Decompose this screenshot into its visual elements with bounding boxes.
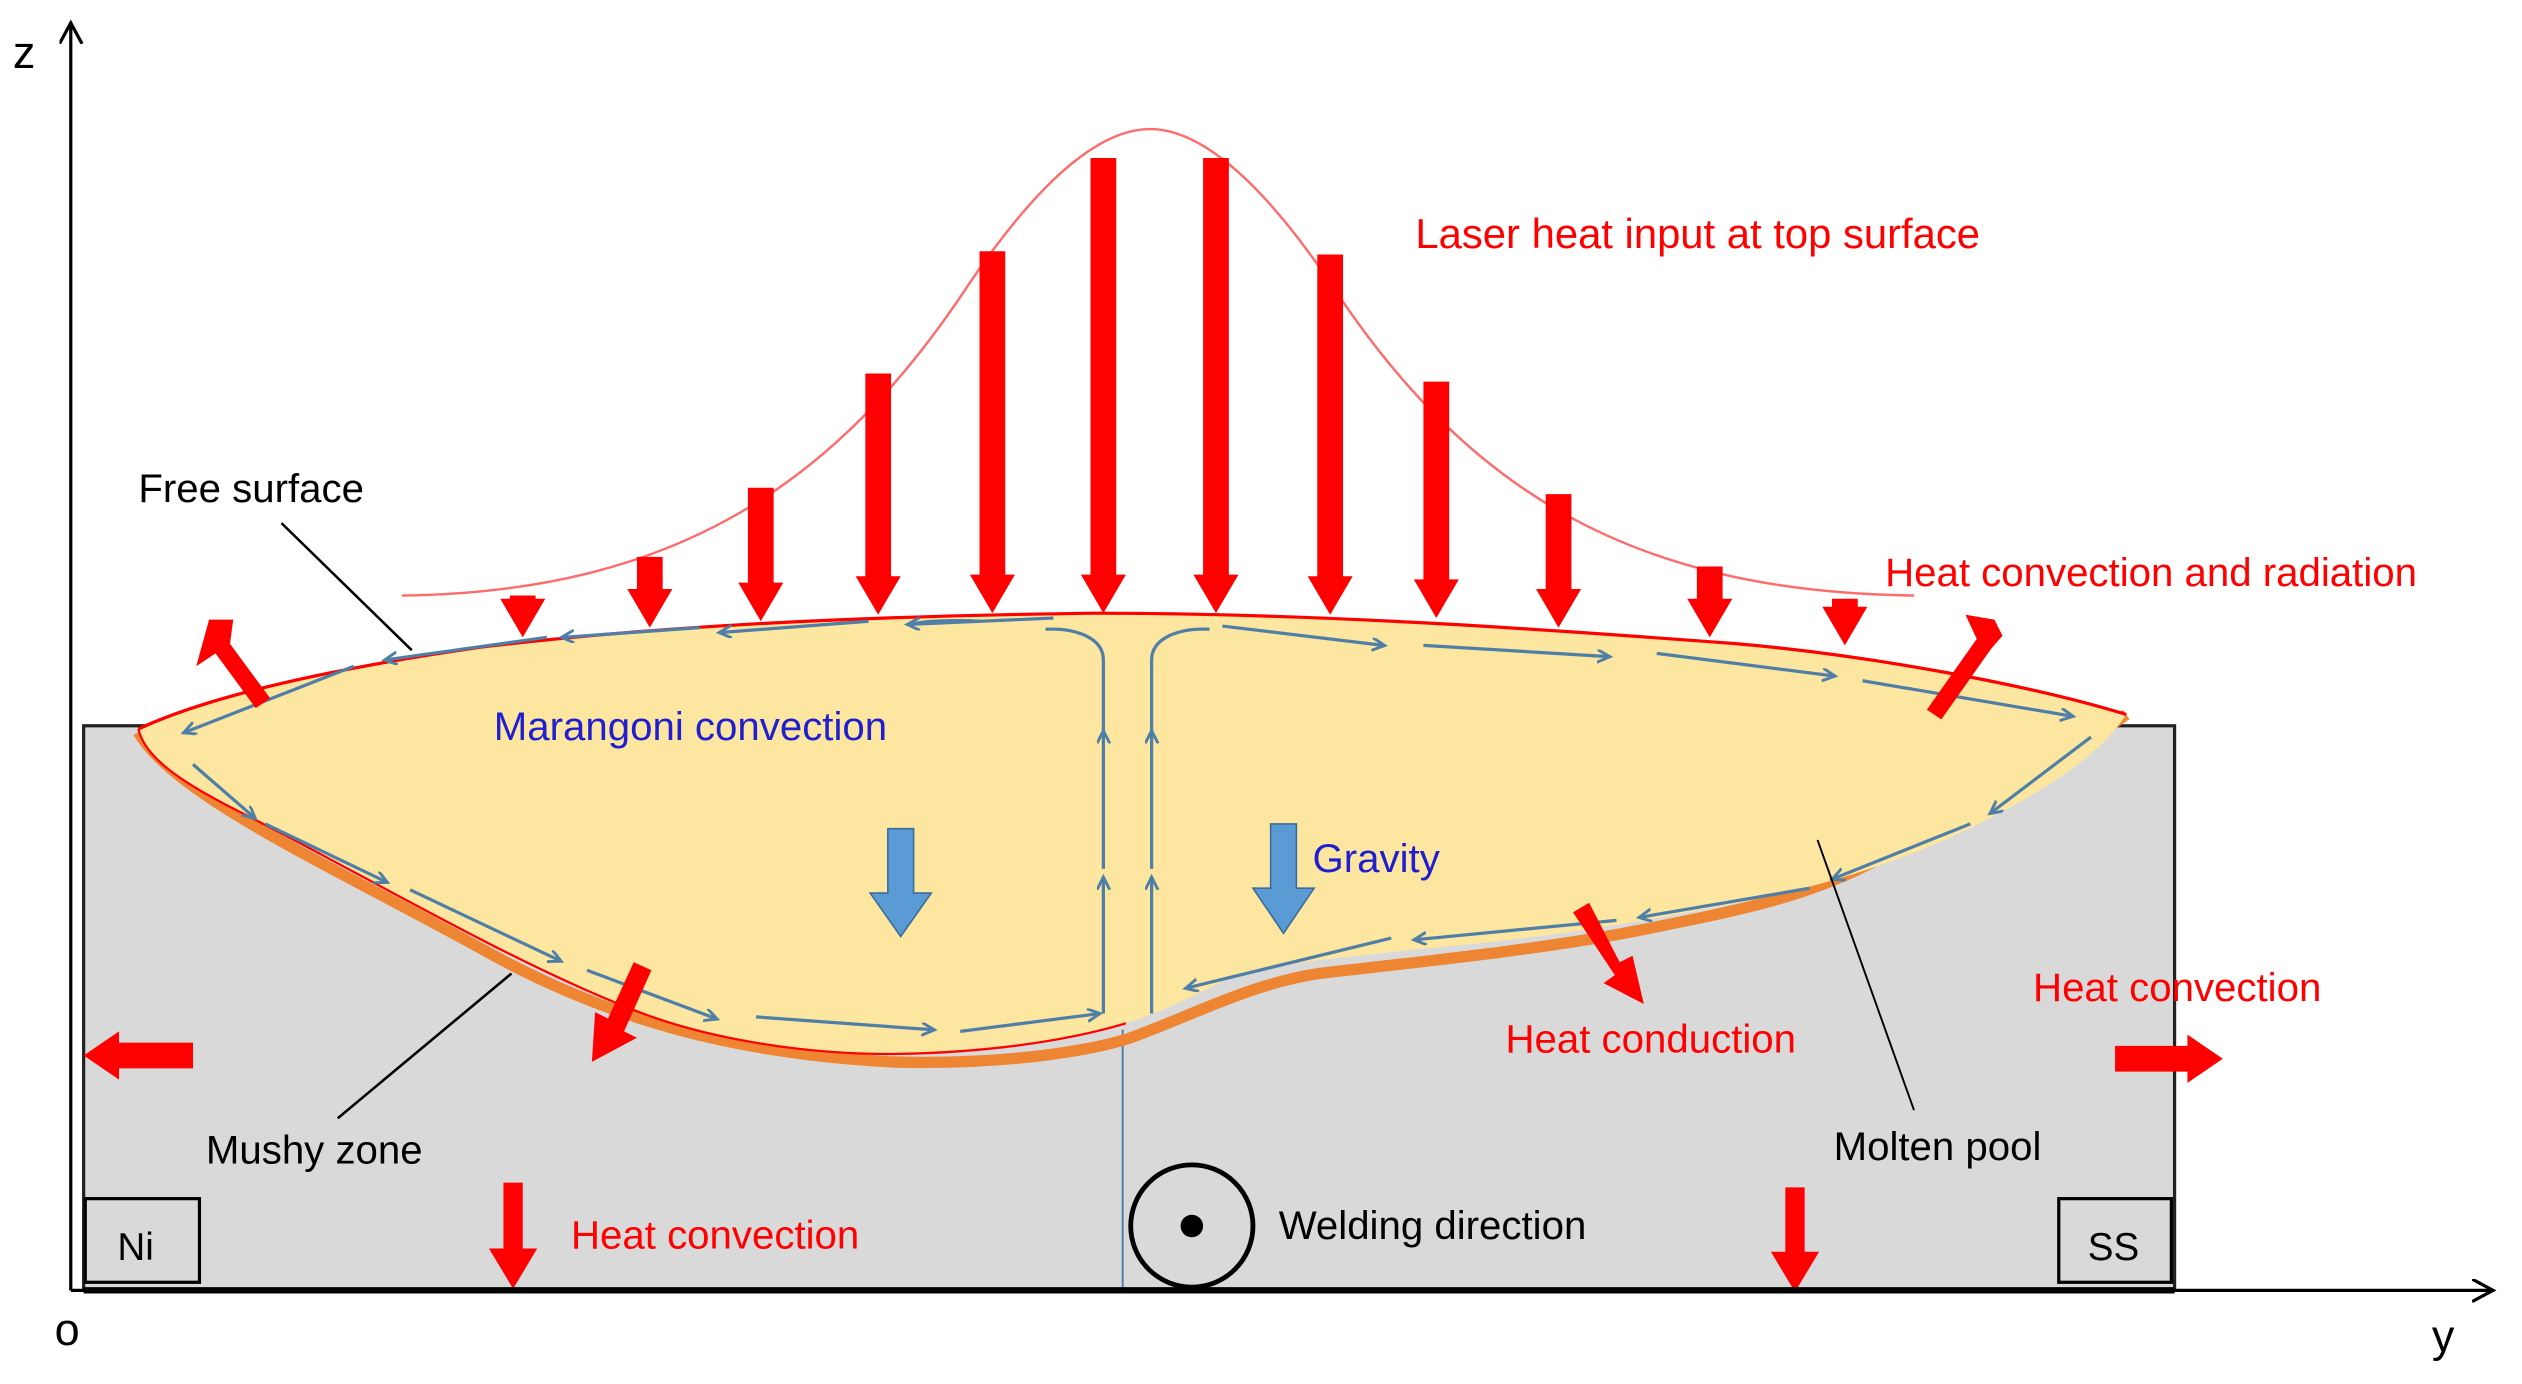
pool-bottom-line	[137, 728, 1127, 1056]
ni-label: Ni	[117, 1226, 153, 1269]
welding-direction-icon	[1128, 1162, 1256, 1290]
welding-direction-label: Welding direction	[1279, 1203, 1587, 1248]
radiation-arrow-left	[196, 619, 271, 709]
laser-heat-arrow-6	[1080, 158, 1126, 614]
laser-heat-arrow-3	[738, 487, 784, 622]
axis-y-label: y	[2432, 1310, 2455, 1361]
conduction-arrow-right	[1573, 902, 1644, 1005]
axis-z-label: z	[13, 27, 36, 78]
heat-convection-bottom-label: Heat convection	[571, 1213, 859, 1258]
laser-heat-arrow-7	[1193, 158, 1239, 614]
central-upflow-arrows	[909, 619, 1210, 1014]
molten-pool	[138, 613, 2127, 1054]
mushy-zone-leader	[336, 972, 513, 1120]
ni-box	[83, 1197, 202, 1284]
convection-arrow-bottom-left	[488, 1182, 538, 1289]
laser-heat-arrow-2	[627, 556, 673, 628]
gravity-arrow-right	[1251, 823, 1316, 935]
marangoni-flow-arrows	[185, 618, 2092, 1031]
molten-pool-label: Molten pool	[1834, 1124, 2042, 1169]
laser-heat-arrow-8	[1307, 254, 1353, 615]
welding-direction-dot	[1180, 1214, 1204, 1238]
heat-conduction-label: Heat conduction	[1505, 1016, 1796, 1061]
laser-heat-label: Laser heat input at top surface	[1415, 210, 1980, 257]
laser-heat-arrow-11	[1687, 566, 1733, 638]
ss-label: SS	[2088, 1226, 2139, 1269]
free-surface-leader	[280, 522, 413, 652]
gravity-arrow-left	[868, 827, 933, 938]
laser-heat-arrow-1	[500, 595, 546, 638]
gaussian-profile	[402, 127, 1915, 597]
convection-arrow-bottom-right	[1770, 1187, 1820, 1292]
convection-arrow-left	[83, 1031, 194, 1080]
heat-convection-right-label: Heat convection	[2033, 965, 2321, 1010]
laser-heat-arrow-9	[1413, 381, 1459, 619]
marangoni-label: Marangoni convection	[494, 704, 887, 749]
radiation-arrow-right	[1926, 614, 2003, 720]
laser-heat-arrow-10	[1536, 494, 1582, 628]
boundary-heat-arrows	[83, 614, 2223, 1292]
free-surface-label: Free surface	[138, 466, 364, 511]
convection-radiation-label: Heat convection and radiation	[1885, 550, 2417, 595]
laser-heat-arrows	[500, 158, 1868, 646]
laser-heat-arrow-5	[969, 251, 1015, 614]
conduction-arrow-left	[591, 962, 652, 1062]
mushy-zone-label: Mushy zone	[206, 1127, 423, 1172]
gravity-label: Gravity	[1312, 836, 1440, 881]
molten-pool-leader	[1816, 839, 1915, 1111]
axis-origin-label: o	[55, 1304, 80, 1355]
ss-box	[2057, 1197, 2173, 1284]
convection-arrow-right	[2115, 1034, 2223, 1083]
laser-heat-arrow-4	[855, 373, 901, 615]
laser-heat-arrow-12	[1822, 598, 1868, 646]
